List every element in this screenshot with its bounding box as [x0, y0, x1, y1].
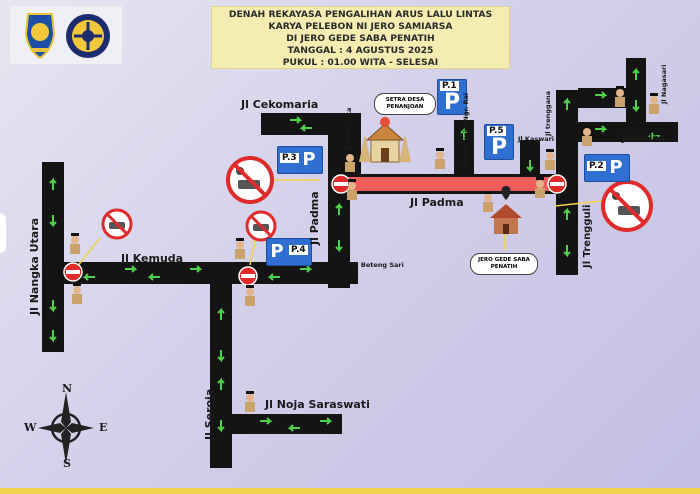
road-nangka-utara [42, 162, 64, 352]
parking-p1: P.1 P [437, 79, 467, 115]
street-label-noja-saraswati: Jl Noja Saraswati [265, 398, 370, 411]
officer [245, 391, 255, 412]
compass-west: W [24, 421, 37, 434]
bottom-border [0, 488, 700, 494]
street-label-seroja: Jl Seroja [203, 388, 216, 440]
parking-p2: P.2 P [584, 154, 630, 182]
road-noja-saraswati [232, 414, 342, 434]
no-vehicle-sign-2 [101, 208, 133, 240]
compass-icon [38, 392, 94, 464]
closed-segment-padma [344, 177, 556, 191]
parking-p4: P P.4 [266, 238, 312, 266]
left-edge-handle [0, 213, 6, 253]
jero-gede-callout: JERO GEDE SABA PENATIH [470, 253, 538, 275]
street-label-nagasari: Jl Nagasari [660, 64, 668, 104]
dishub-logo [66, 14, 110, 58]
road-kemuda [64, 262, 350, 284]
closed-sign-padma-east [547, 174, 567, 194]
compass-east: E [99, 421, 108, 434]
street-label-kaswari: Jl Kaswari [518, 135, 555, 143]
title-line-2: KARYA PELEBON NI JERO SAMIARSA [268, 21, 453, 32]
arrows-vertical [49, 67, 640, 433]
officer [545, 149, 555, 170]
no-vehicle-sign-1 [226, 156, 274, 204]
temple-setra-icon [359, 117, 411, 163]
officer [615, 86, 625, 107]
officer [483, 191, 493, 212]
title-line-1: DENAH REKAYASA PENGALIHAN ARUS LALU LINT… [228, 9, 493, 20]
closed-sign-kemuda-east [238, 266, 258, 286]
street-label-trengguli: Jl Trengguli [582, 204, 593, 268]
road-kmp-univ [454, 120, 474, 186]
officer [345, 151, 355, 172]
parking-p5: P.5 P [484, 124, 514, 160]
arrows-kemuda [82, 265, 313, 281]
parking-p3: P.3 P [277, 146, 323, 174]
jero-gede-icon [490, 186, 522, 234]
arrows-cekomaria [290, 116, 312, 132]
police-logo [24, 13, 56, 60]
road-top-link [578, 88, 638, 108]
officer [649, 93, 659, 114]
street-label-beteng-sari: Jl Beteng Sari [354, 261, 404, 269]
compass-north: N [62, 382, 73, 395]
arrows-noja [260, 417, 333, 432]
street-label-siulan: Jl Siulan [622, 133, 666, 144]
closed-sign-kemuda-west [63, 262, 83, 282]
road-padma-vertical [328, 113, 350, 288]
street-label-kmp-univ: Jl Kmp.Univ. Ngr. Rai [462, 92, 470, 168]
officer [70, 233, 80, 254]
officer [245, 285, 255, 306]
road-cekomaria [261, 113, 350, 135]
title-line-3: DI JERO GEDE SABA PENATIH [286, 33, 435, 44]
compass-south: S [63, 457, 71, 470]
setra-callout: SETRA DESA PENANJOAN [374, 93, 436, 115]
officer [435, 148, 445, 169]
street-label-kemuda: Jl Kemuda [121, 252, 184, 265]
traffic-officers [70, 86, 659, 412]
no-vehicle-signs [101, 156, 653, 242]
map-title-box: DENAH REKAYASA PENGALIHAN ARUS LALU LINT… [211, 6, 510, 69]
title-line-4: TANGGAL : 4 AGUSTUS 2025 [287, 45, 434, 56]
road-trenggana [556, 90, 578, 275]
street-label-nangka-utara: Jl Nangka Utara [28, 217, 41, 315]
officer [347, 179, 357, 200]
officer [72, 283, 82, 304]
officer [235, 238, 245, 259]
title-line-5: PUKUL : 01.00 WITA - SELESAI [282, 57, 439, 68]
no-vehicle-sign-4 [601, 180, 653, 232]
street-label-padma-v: Jl Padma [308, 191, 321, 245]
arrows-siulan [595, 91, 660, 140]
traffic-arrows [49, 67, 660, 433]
street-label-cekomaria: Jl Cekomaria [241, 98, 319, 111]
street-label-padma-h: Jl Padma [410, 196, 464, 209]
logo-panel [10, 6, 122, 64]
officer [582, 125, 592, 146]
street-label-trenggana: Jl trenggana [544, 91, 552, 136]
road-seroja [210, 262, 232, 468]
street-label-pertulaka: Jl Pertulaka [345, 107, 353, 150]
officer [535, 177, 545, 198]
no-vehicle-sign-3 [245, 210, 277, 242]
